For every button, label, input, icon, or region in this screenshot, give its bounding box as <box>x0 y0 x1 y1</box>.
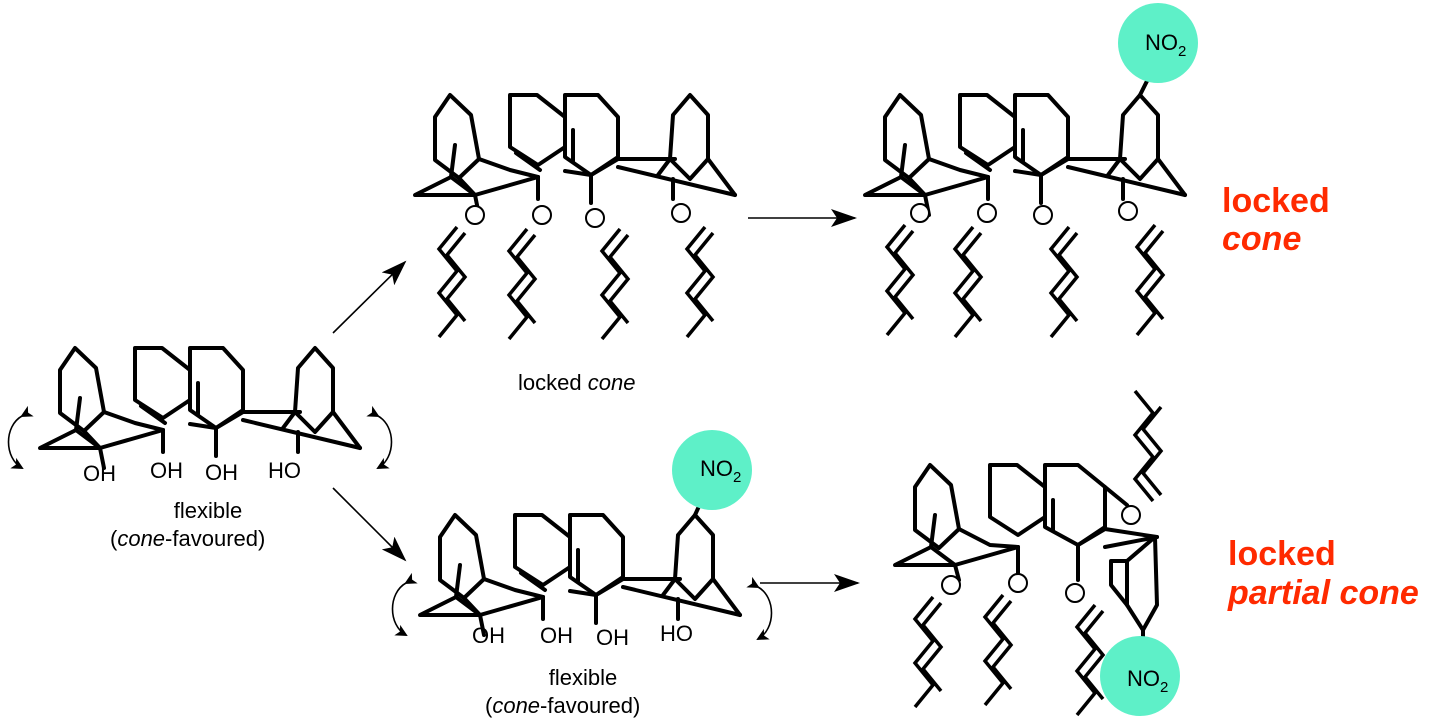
ether-oxygens <box>941 505 1141 603</box>
oh-label-4: HO <box>660 621 693 646</box>
alkyl-chain-2 <box>507 227 537 341</box>
oh-label-3: OH <box>205 460 238 485</box>
nitro-highlight <box>1118 3 1198 83</box>
calixarene-skeleton <box>418 513 742 637</box>
calixarene-skeleton <box>38 346 362 470</box>
alkyl-chain-4 <box>1135 223 1165 337</box>
oh-label-4: HO <box>268 458 301 483</box>
outcome-bottom-line1: locked <box>1228 535 1336 573</box>
molecule-start: OH OH OH HO <box>9 346 392 486</box>
molecule-bottom-middle: OH OH OH HO <box>393 491 772 650</box>
oh-label-1: OH <box>472 623 505 648</box>
nitro-group: NO2 <box>1127 666 1168 696</box>
outcome-bottom-line2: partial cone <box>1227 574 1419 612</box>
alkyl-chain-4 <box>685 225 715 339</box>
oh-label-1: OH <box>83 461 116 486</box>
alkyl-chain-3 <box>1075 603 1105 717</box>
rotation-arrow-left <box>9 416 23 468</box>
rotation-arrow-left <box>393 583 407 635</box>
nitro-group: NO2 <box>700 456 741 486</box>
arrow-to-top <box>332 260 407 334</box>
oh-label-3: OH <box>596 625 629 650</box>
rotation-arrow-right <box>378 416 392 468</box>
arrow-to-bottom <box>332 487 407 562</box>
oh-label-2: OH <box>150 458 183 483</box>
molecule-bottom-right <box>893 389 1163 717</box>
alkyl-chain-1 <box>885 223 915 337</box>
alkyl-chain-1 <box>913 595 943 709</box>
start-caption-line2: (cone-favoured) <box>110 526 265 551</box>
oh-label-2: OH <box>540 623 573 648</box>
start-caption-line1: flexible <box>174 498 242 523</box>
bottom-middle-caption-line2: (cone-favoured) <box>485 693 640 718</box>
ether-oxygens <box>910 201 1138 225</box>
nitro-group: NO2 <box>1145 30 1186 60</box>
outcome-top-line1: locked <box>1222 182 1330 220</box>
nitro-highlight <box>1100 636 1180 716</box>
calixarene-skeleton <box>863 93 1187 217</box>
alkyl-chain-2 <box>953 225 983 339</box>
top-middle-caption: locked cone <box>518 370 635 395</box>
molecule-top-middle <box>413 93 737 341</box>
calixarene-skeleton <box>893 463 1159 667</box>
rotation-arrow-right <box>758 587 772 639</box>
alkyl-chain-4-up <box>1133 389 1163 503</box>
alkyl-chain-2 <box>983 593 1013 707</box>
alkyl-chain-3 <box>1049 225 1079 339</box>
bottom-middle-caption-line1: flexible <box>549 665 617 690</box>
ether-oxygens <box>465 203 691 228</box>
alkyl-chain-1 <box>437 225 467 339</box>
calixarene-skeleton <box>413 93 737 217</box>
outcome-top-line2: cone <box>1222 220 1301 258</box>
nitro-highlight <box>672 430 752 510</box>
alkyl-chain-3 <box>600 227 630 341</box>
molecule-top-right <box>863 63 1187 339</box>
